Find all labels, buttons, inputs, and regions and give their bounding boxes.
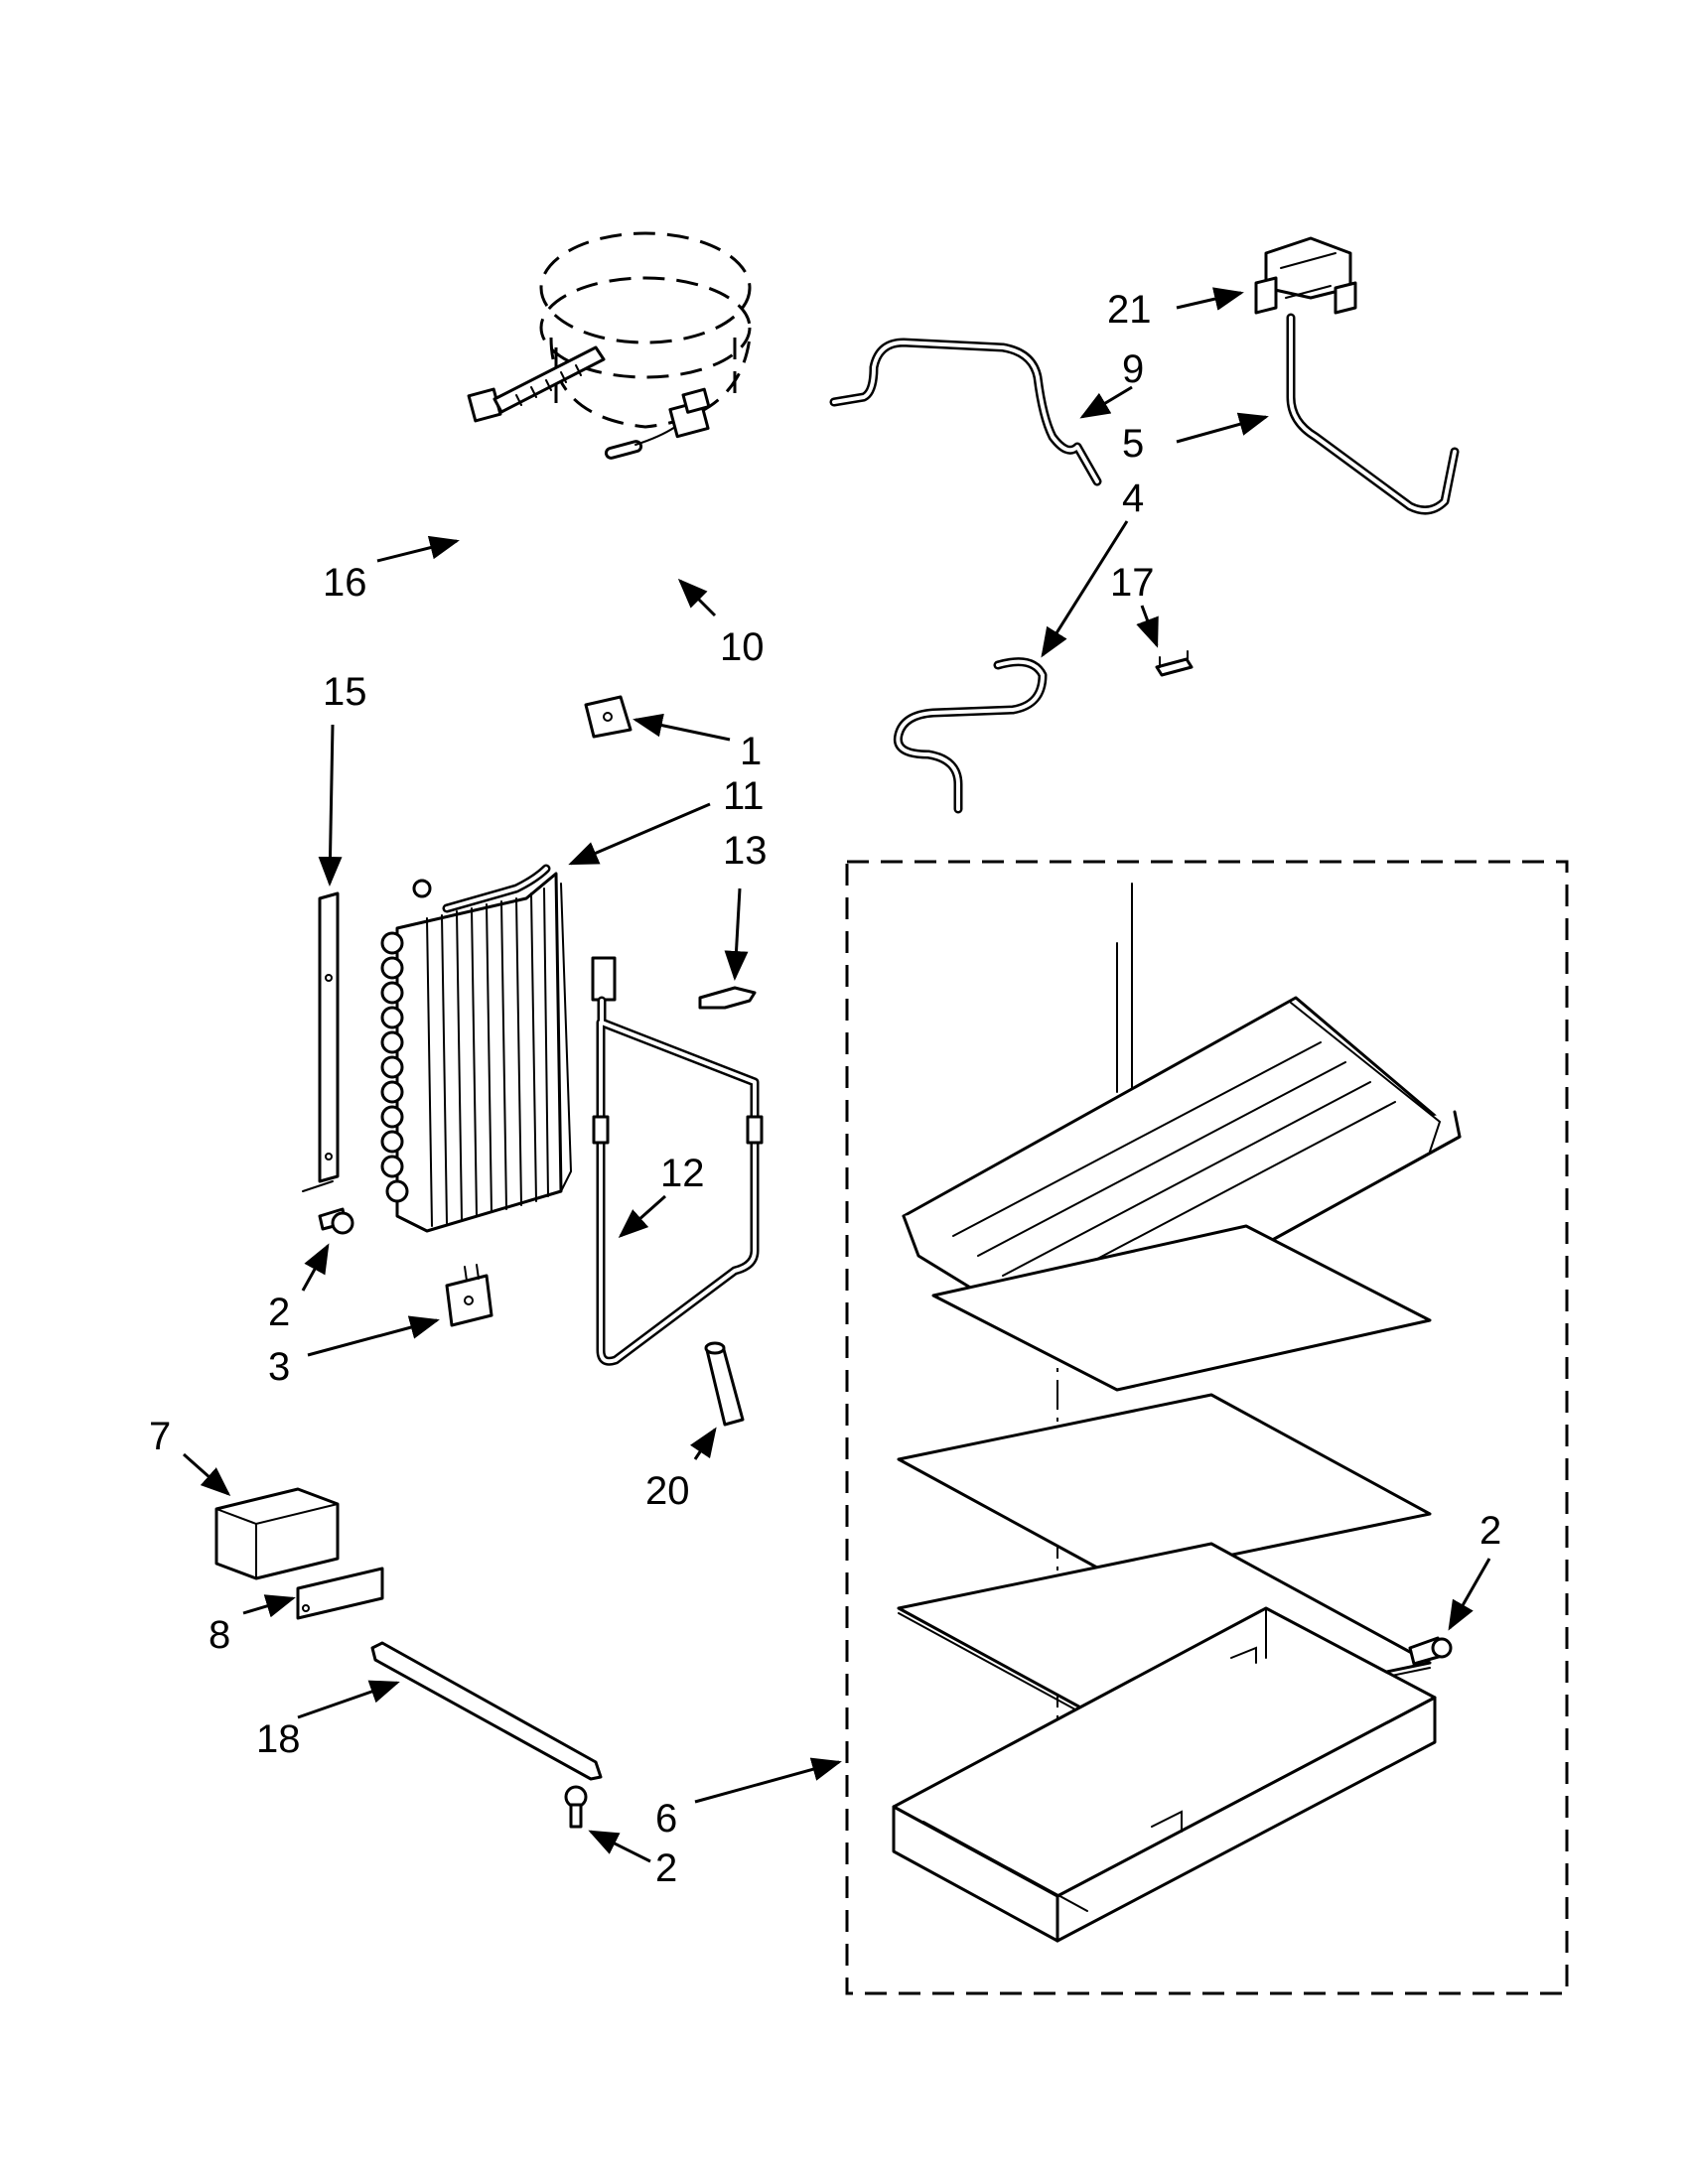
callout-9: 9 xyxy=(1122,347,1144,391)
part-15-strip xyxy=(302,891,340,1192)
part-16-cable-tie xyxy=(467,345,606,423)
part-12-heater xyxy=(591,956,764,1366)
part-5-tube xyxy=(1286,313,1460,515)
callout-11: 11 xyxy=(723,774,765,818)
callout-12: 12 xyxy=(660,1152,705,1195)
part-20-spacer xyxy=(704,1341,745,1427)
part-9-tube xyxy=(829,338,1102,486)
part-1-bracket xyxy=(584,695,633,739)
leader-lines xyxy=(183,287,1491,1863)
callout-4: 4 xyxy=(1122,477,1144,520)
callout-10: 10 xyxy=(720,625,765,669)
callout-2-screw-a: 2 xyxy=(268,1291,290,1334)
part-2-screw-a xyxy=(318,1207,354,1235)
part-11-evaporator xyxy=(380,864,573,1233)
part-18-bar xyxy=(370,1641,603,1781)
callout-5: 5 xyxy=(1122,422,1144,466)
callout-20: 20 xyxy=(645,1469,690,1513)
part-6-drain-pan-assembly xyxy=(845,860,1569,1995)
part-10-thermistor xyxy=(604,387,711,460)
callout-8: 8 xyxy=(209,1613,230,1657)
part-13-clip xyxy=(698,986,757,1010)
callout-2-screw-c: 2 xyxy=(655,1846,677,1890)
callout-18: 18 xyxy=(256,1717,301,1761)
part-17-clip xyxy=(1155,650,1194,677)
part-3-bracket xyxy=(445,1264,493,1327)
callout-15: 15 xyxy=(323,670,367,714)
callout-2-screw-b: 2 xyxy=(1479,1509,1501,1553)
part-8-plate xyxy=(296,1567,384,1620)
compressor-outline xyxy=(539,231,752,429)
callout-1: 1 xyxy=(740,730,762,773)
callout-17: 17 xyxy=(1110,561,1155,605)
callout-7: 7 xyxy=(149,1415,171,1458)
callout-labels: 21 9 5 4 17 16 10 15 1 11 13 12 2 3 7 20… xyxy=(149,288,1501,1890)
callout-3: 3 xyxy=(268,1345,290,1389)
callout-13: 13 xyxy=(723,829,768,873)
part-2-screw-c xyxy=(564,1785,588,1829)
callout-16: 16 xyxy=(323,561,367,605)
callout-21: 21 xyxy=(1107,288,1152,332)
part-21-bracket xyxy=(1254,236,1357,315)
part-4-tube xyxy=(893,657,1048,814)
callout-6: 6 xyxy=(655,1797,677,1841)
part-2-screw-b xyxy=(1408,1636,1453,1666)
part-7-cover xyxy=(214,1487,340,1580)
